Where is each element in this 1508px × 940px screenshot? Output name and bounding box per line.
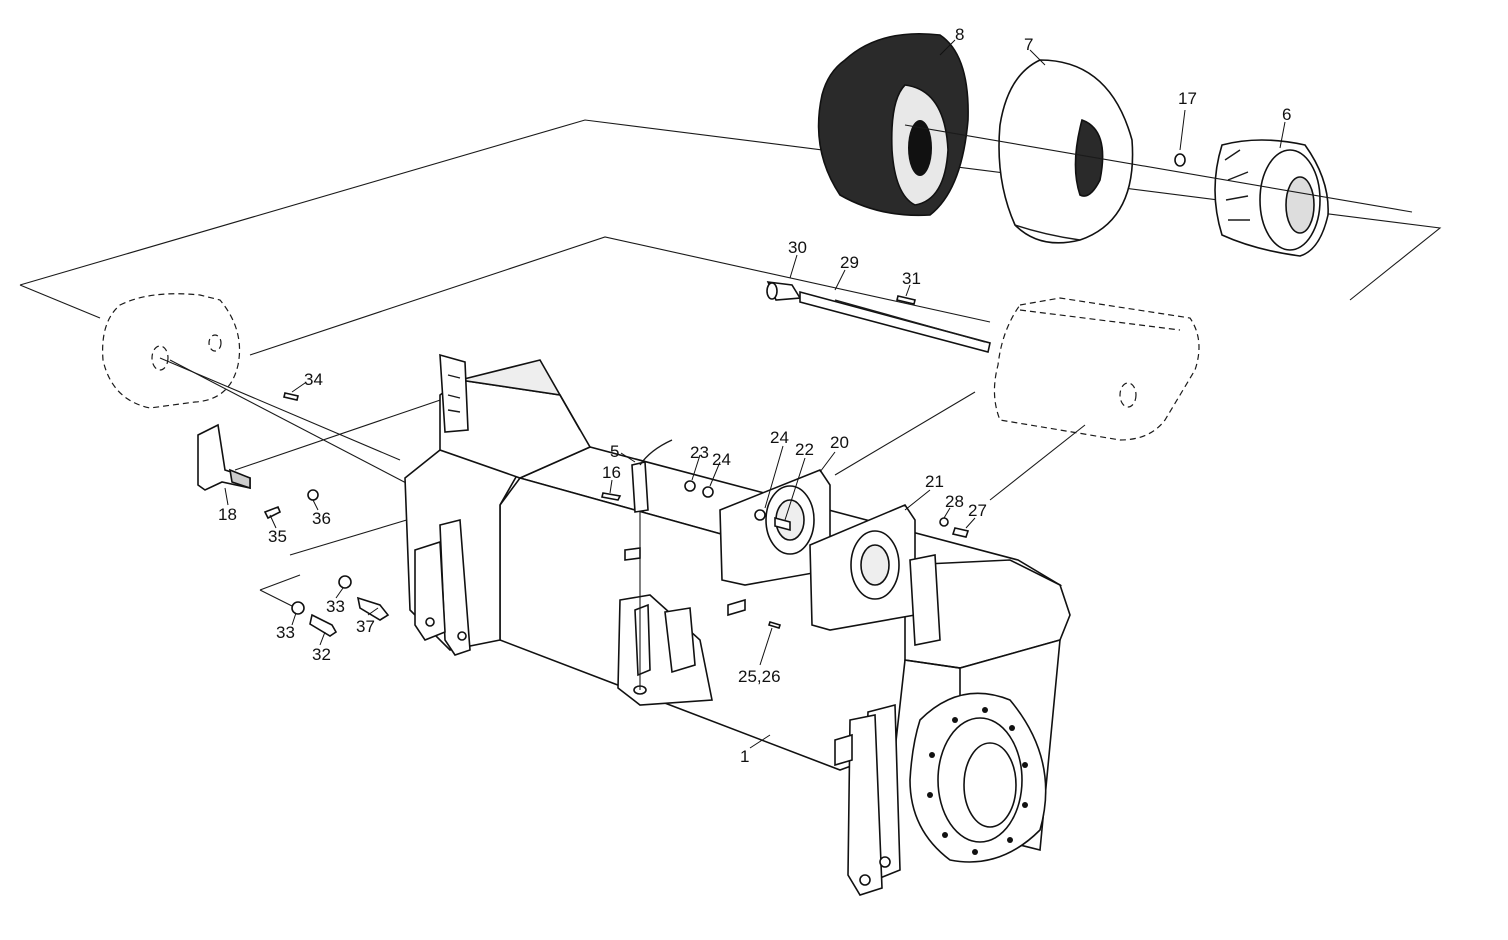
callout-24-a: 24 (712, 450, 731, 469)
callout-8: 8 (955, 25, 964, 44)
callout-33-b: 33 (276, 623, 295, 642)
shaft-assembly (766, 281, 991, 353)
right-phantom-wheel (993, 297, 1200, 441)
left-fasteners (263, 489, 390, 637)
callout-22: 22 (795, 440, 814, 459)
callout-32: 32 (312, 645, 331, 664)
callout-23: 23 (690, 443, 709, 462)
callout-1: 1 (740, 747, 749, 766)
callout-31: 31 (902, 269, 921, 288)
left-phantom-wheel (102, 293, 401, 461)
lever-pin-part-5 (601, 439, 673, 690)
callout-36: 36 (312, 509, 331, 528)
callout-21: 21 (925, 472, 944, 491)
callouts: 8 7 17 6 30 29 31 34 5 23 24 24 22 20 16… (218, 25, 1291, 766)
tyre-part-8 (817, 32, 969, 217)
tube-part-7 (998, 59, 1134, 244)
callout-27: 27 (968, 501, 987, 520)
seal-part-17 (1174, 153, 1186, 167)
callout-37: 37 (356, 617, 375, 636)
callout-25-26: 25,26 (738, 667, 781, 686)
callout-7: 7 (1024, 35, 1033, 54)
callout-20: 20 (830, 433, 849, 452)
right-fasteners (684, 480, 970, 629)
pin-part-34 (283, 392, 299, 401)
callout-29: 29 (840, 253, 859, 272)
callout-6: 6 (1282, 105, 1291, 124)
callout-5: 5 (610, 442, 619, 461)
callout-35: 35 (268, 527, 287, 546)
callout-28: 28 (945, 492, 964, 511)
leader-lines (224, 39, 1286, 749)
rim-part-6 (1214, 139, 1329, 257)
wheel-axis-line (904, 124, 1413, 213)
callout-33-a: 33 (326, 597, 345, 616)
callout-34: 34 (304, 370, 323, 389)
axle-housing-part-1 (404, 353, 1071, 896)
bracket-part-18 (197, 423, 251, 491)
callout-16: 16 (602, 463, 621, 482)
callout-24-b: 24 (770, 428, 789, 447)
callout-30: 30 (788, 238, 807, 257)
callout-17: 17 (1178, 89, 1197, 108)
callout-18: 18 (218, 505, 237, 524)
